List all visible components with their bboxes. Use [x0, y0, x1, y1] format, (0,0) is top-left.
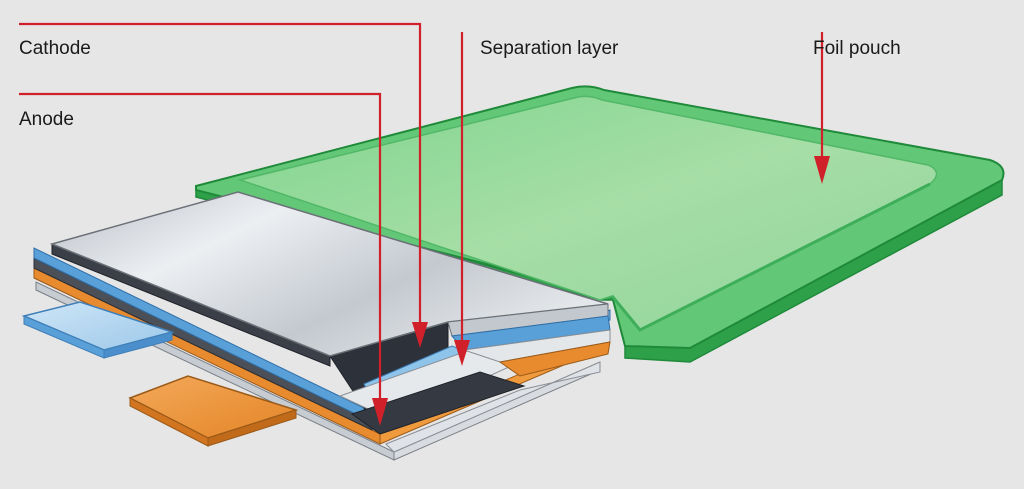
blue-tab-edge-front [103, 331, 173, 359]
arrow-pointer-icon [814, 156, 830, 184]
stack-step-silver-lower [385, 361, 601, 453]
arrowheads [372, 156, 830, 426]
anode-label: Anode [19, 109, 74, 130]
blue-tab [21, 301, 175, 359]
foil-pouch [195, 85, 1005, 363]
cathode-label: Cathode [19, 38, 91, 59]
electrode-stack [33, 191, 611, 461]
orange-tab-edge-front [207, 409, 297, 447]
cathode-leader-line [19, 22, 422, 328]
orange-tab [128, 375, 299, 447]
separation-layer-label: Separation layer [480, 38, 619, 59]
foil-pouch-label: Foil pouch [813, 38, 901, 59]
layer-tip-orange [498, 341, 611, 377]
leader-lines [19, 22, 824, 402]
anode-leader-line [19, 92, 382, 402]
foil-pouch-seam [610, 182, 931, 332]
stack-step-dark-lower [350, 371, 526, 435]
foil-pouch-cavity [237, 95, 938, 331]
arrow-pointer-icon [454, 340, 470, 366]
arrow-pointer-icon [412, 322, 428, 348]
arrow-pointer-icon [372, 398, 388, 426]
